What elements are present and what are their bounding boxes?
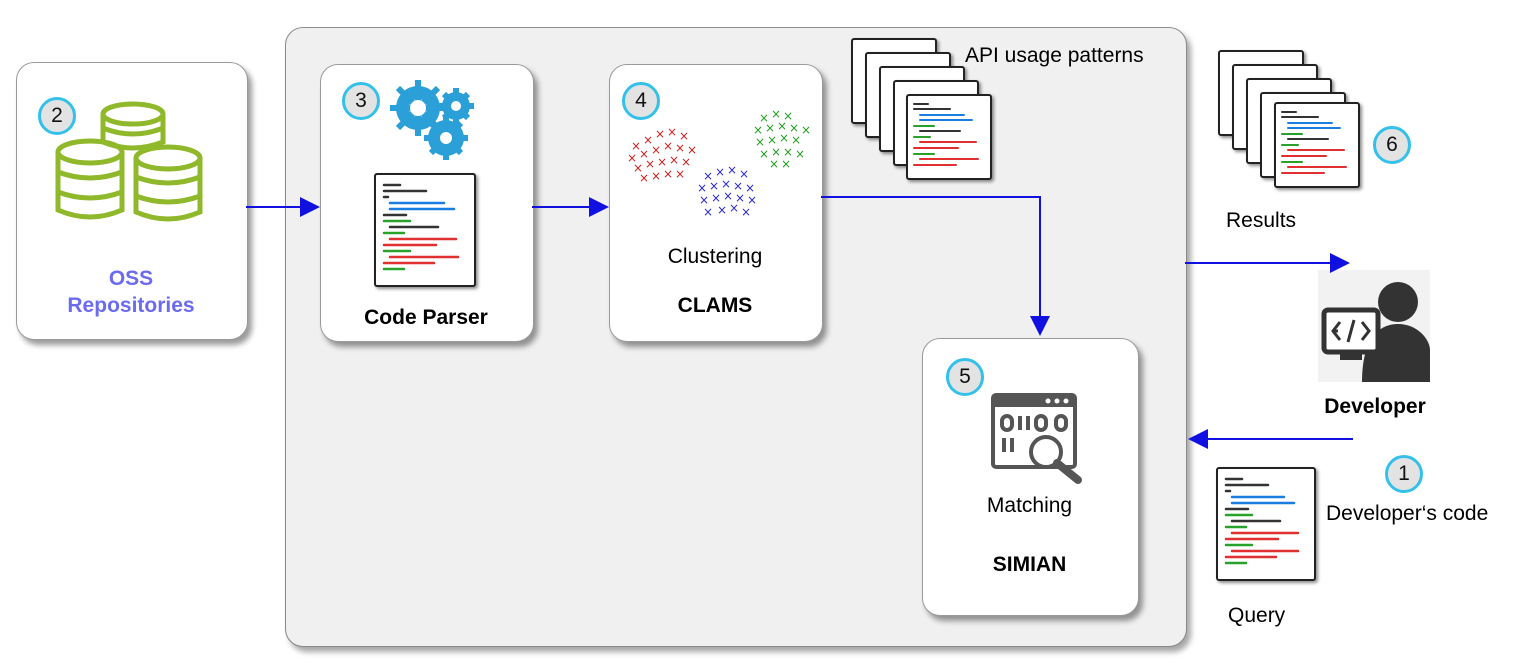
svg-text:×: × [733, 179, 743, 193]
svg-text:×: × [633, 161, 643, 175]
svg-text:×: × [679, 129, 689, 143]
svg-text:×: × [769, 157, 779, 171]
svg-text:×: × [783, 109, 793, 123]
svg-text:×: × [639, 171, 649, 185]
step-2-badge: 2 [38, 97, 76, 135]
clustering-caption: Clustering [667, 245, 763, 268]
repositories-label: Repositories [67, 294, 195, 317]
svg-text:×: × [675, 167, 685, 181]
svg-text:×: × [663, 139, 673, 153]
developers-code-label: Developer‘s code [1326, 502, 1489, 525]
developer-icon [1318, 270, 1430, 382]
svg-text:×: × [767, 133, 777, 147]
svg-text:×: × [711, 191, 721, 205]
query-label: Query [1228, 604, 1286, 627]
svg-text:×: × [795, 147, 805, 161]
step-1-badge: 1 [1385, 455, 1423, 493]
svg-text:×: × [721, 177, 731, 191]
svg-text:×: × [631, 139, 641, 153]
svg-text:×: × [759, 147, 769, 161]
svg-text:×: × [779, 131, 789, 145]
code-document-icon [374, 173, 476, 287]
svg-text:×: × [655, 127, 665, 141]
svg-text:×: × [639, 147, 649, 161]
svg-text:×: × [699, 193, 709, 207]
svg-text:×: × [667, 125, 677, 139]
svg-text:×: × [729, 201, 739, 215]
svg-text:×: × [739, 167, 749, 181]
matching-caption: Matching [986, 494, 1073, 517]
svg-text:×: × [777, 119, 787, 133]
code-parser-title: Code Parser [364, 306, 488, 329]
svg-text:×: × [755, 135, 765, 149]
svg-text:×: × [745, 181, 755, 195]
svg-text:×: × [645, 157, 655, 171]
arrow-clustering-to-matching [821, 196, 1050, 336]
step-6-badge: 6 [1373, 126, 1411, 164]
simian-title: SIMIAN [992, 553, 1067, 576]
svg-text:×: × [759, 111, 769, 125]
code-document-icon [1216, 467, 1316, 581]
step-3-badge: 3 [342, 82, 380, 120]
svg-text:×: × [791, 133, 801, 147]
cluster-plot-icon: ××××× ×××××× ××××× ×××× ×××× ××××× ×××××… [627, 107, 811, 219]
results-label: Results [1226, 209, 1297, 232]
developer-label: Developer [1324, 395, 1426, 418]
svg-text:×: × [789, 121, 799, 135]
svg-text:×: × [709, 179, 719, 193]
svg-text:×: × [651, 169, 661, 183]
code-document-icon [906, 94, 992, 180]
svg-text:×: × [627, 151, 637, 165]
binary-search-icon [991, 393, 1082, 484]
svg-text:×: × [703, 205, 713, 219]
svg-text:×: × [715, 165, 725, 179]
svg-text:×: × [681, 155, 691, 169]
database-icon [55, 101, 203, 222]
svg-text:×: × [783, 145, 793, 159]
api-usage-patterns-label: API usage patterns [965, 44, 1144, 67]
svg-text:×: × [697, 181, 707, 195]
svg-text:×: × [801, 123, 811, 137]
svg-text:×: × [703, 169, 713, 183]
step-5-badge: 5 [946, 358, 984, 396]
svg-text:×: × [675, 141, 685, 155]
svg-text:×: × [753, 123, 763, 137]
code-document-icon [1274, 102, 1360, 188]
svg-text:×: × [717, 203, 727, 217]
svg-text:×: × [735, 191, 745, 205]
svg-text:×: × [727, 163, 737, 177]
svg-text:×: × [765, 121, 775, 135]
svg-text:×: × [669, 153, 679, 167]
svg-text:×: × [643, 133, 653, 147]
svg-text:×: × [781, 157, 791, 171]
svg-text:×: × [771, 107, 781, 121]
svg-text:×: × [663, 167, 673, 181]
svg-text:×: × [723, 189, 733, 203]
svg-text:×: × [657, 155, 667, 169]
svg-text:×: × [771, 145, 781, 159]
svg-text:×: × [747, 193, 757, 207]
svg-text:×: × [741, 205, 751, 219]
svg-text:×: × [651, 143, 661, 157]
gear-icon [390, 80, 474, 160]
oss-label: OSS [108, 267, 154, 290]
clams-title: CLAMS [677, 294, 753, 317]
step-4-badge: 4 [622, 82, 660, 120]
svg-text:×: × [687, 143, 697, 157]
